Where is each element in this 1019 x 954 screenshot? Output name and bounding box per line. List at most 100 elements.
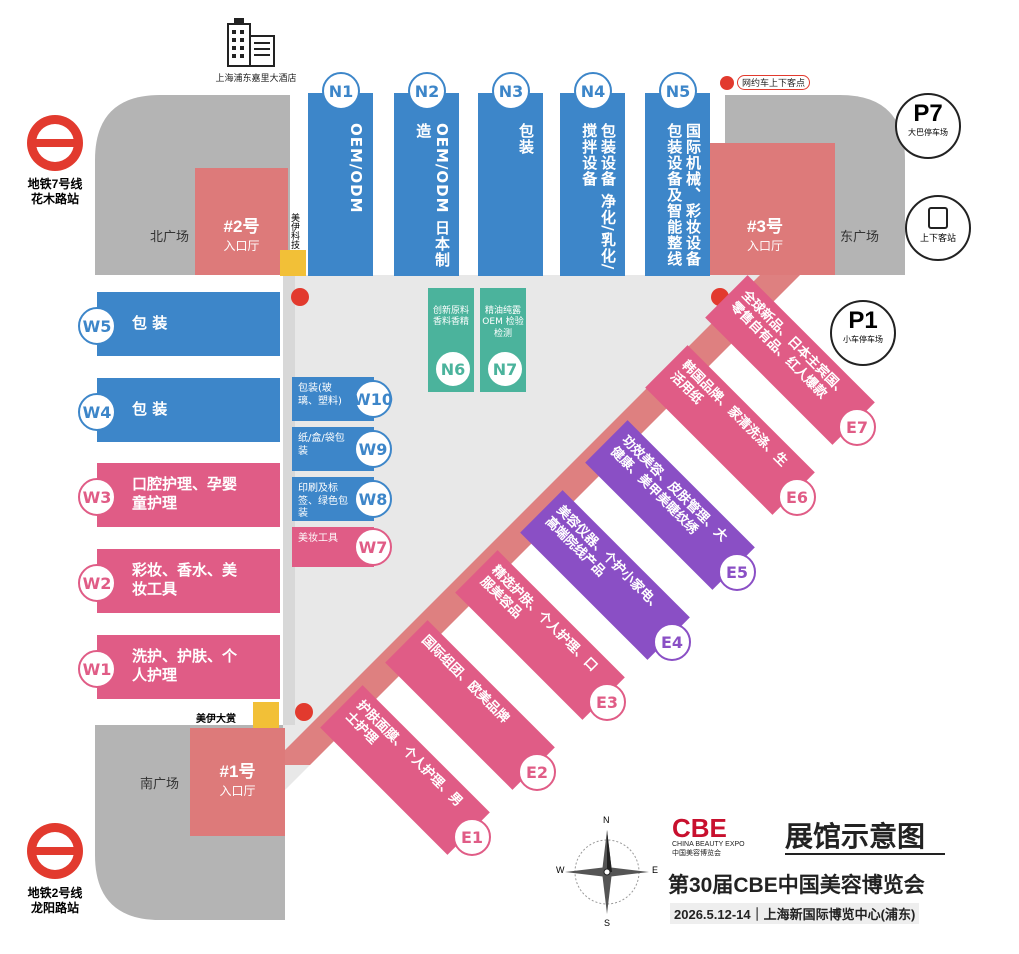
entrance-3-label: #3号 入口厅 [735, 212, 795, 254]
hall-n1[interactable]: OEM/ODM [308, 93, 373, 276]
hall-badge-n1[interactable]: N1 [322, 72, 360, 110]
map-title: 展馆示意图 [785, 821, 926, 852]
event-info: 2026.5.12-14｜上海新国际博览中心(浦东) [670, 903, 920, 924]
hall-w7-label: 美妆工具 [298, 533, 338, 544]
entrance-3-title: #3号 [747, 217, 783, 236]
metro2-icon [27, 823, 83, 879]
hall-badge-e3[interactable]: E3 [588, 683, 626, 721]
hall-n1-label: OEM/ODM [347, 123, 365, 214]
metro7-icon [27, 115, 83, 171]
cbe-logo-cn: 中国美容博览会 [672, 850, 721, 857]
hall-w1-label: 洗护、护肤、个人护理 [132, 647, 238, 684]
hall-badge-w4[interactable]: W4 [78, 393, 116, 431]
hall-badge-w10[interactable]: W10 [353, 380, 393, 418]
cbe-logo: CBE CHINA BEAUTY EXPO 中国美容博览会 [672, 815, 745, 858]
hall-n2-label: OEM/ODM 日本制造 [414, 123, 451, 268]
entrance-1-label: #1号 入口厅 [190, 757, 285, 799]
hall-n4[interactable]: 包装设备 净化/乳化/搅拌设备 [560, 93, 625, 276]
bus-icon [295, 703, 313, 721]
taxi-point: 网约车上下客点 [720, 75, 811, 90]
hall-w3-label: 口腔护理、孕婴童护理 [132, 475, 238, 512]
hall-n6-label: 创新原料 香料香精 [432, 306, 469, 328]
p1-label: P1 [848, 307, 878, 334]
taxi-icon [720, 75, 734, 90]
entrance-3-sub: 入口厅 [746, 239, 783, 253]
metro2-station: 龙阳路站 [30, 901, 79, 915]
p7-sub: 大巴停车场 [908, 128, 948, 137]
hall-n5[interactable]: 国际机械、彩妆设备 包装设备及智能整线 [645, 93, 710, 276]
bus-station-icon [928, 207, 948, 229]
p1-sub: 小车停车场 [843, 335, 883, 344]
hall-badge-e7[interactable]: E7 [838, 408, 876, 446]
hall-badge-w5[interactable]: W5 [78, 307, 116, 345]
hall-badge-e1[interactable]: E1 [453, 818, 491, 856]
north-plaza-label: 北广场 [150, 229, 190, 244]
hall-badge-w2[interactable]: W2 [78, 564, 116, 602]
hall-n5-label: 国际机械、彩妆设备 包装设备及智能整线 [665, 123, 702, 267]
event-title: 第30届CBE中国美容博览会 [668, 874, 925, 897]
bus-station-label: 上下客站 [919, 233, 956, 243]
hall-w1[interactable]: 洗护、护肤、个人护理 [97, 635, 280, 699]
hall-w2[interactable]: 彩妆、香水、美妆工具 [97, 549, 280, 613]
hall-n3-label: 包装 [517, 123, 535, 155]
p1-parking[interactable]: P1 小车停车场 [830, 300, 896, 366]
south-plaza-label: 南广场 [140, 776, 180, 791]
metro2-line: 地铁2号线 [27, 886, 83, 900]
entrance-2-label: #2号 入口厅 [195, 212, 288, 254]
hall-w4-label: 包 装 [132, 400, 168, 418]
hotel-icon [226, 18, 278, 73]
meiyi-tech-label: 美伊科技 [290, 213, 300, 249]
hall-w2-label: 彩妆、香水、美妆工具 [132, 561, 238, 598]
hall-badge-e4[interactable]: E4 [653, 623, 691, 661]
hall-badge-w1[interactable]: W1 [78, 650, 116, 688]
hall-w4[interactable]: 包 装 [97, 378, 280, 442]
bus-station[interactable]: 上下客站 [905, 195, 971, 261]
compass-w: W [556, 865, 565, 875]
taxi-label: 网约车上下客点 [737, 75, 811, 90]
hall-badge-n2[interactable]: N2 [408, 72, 446, 110]
hall-w5[interactable]: 包 装 [97, 292, 280, 356]
p7-parking[interactable]: P7 大巴停车场 [895, 93, 961, 159]
hall-badge-e6[interactable]: E6 [778, 478, 816, 516]
entrance-1-sub: 入口厅 [219, 784, 256, 798]
metro7-line: 地铁7号线 [27, 177, 83, 191]
hall-badge-e2[interactable]: E2 [518, 753, 556, 791]
hall-n3[interactable]: 包装 [478, 93, 543, 276]
hall-w9-label: 纸/盒/袋包装 [298, 433, 345, 457]
compass-s: S [604, 918, 611, 928]
entrance-3 [708, 143, 835, 275]
hall-badge-n3[interactable]: N3 [492, 72, 530, 110]
hall-w3[interactable]: 口腔护理、孕婴童护理 [97, 463, 280, 527]
east-plaza-label: 东广场 [840, 229, 880, 244]
entrance-2 [195, 168, 288, 275]
metro7-label: 地铁7号线 花木路站 [18, 177, 92, 207]
metro2-label: 地铁2号线 龙阳路站 [18, 886, 92, 916]
cbe-logo-en: CHINA BEAUTY EXPO [672, 841, 745, 848]
compass-e: E [652, 865, 659, 875]
hall-badge-n5[interactable]: N5 [659, 72, 697, 110]
hall-badge-n7[interactable]: N7 [486, 350, 524, 388]
meiyi-award-icon [253, 702, 279, 728]
hall-badge-w7[interactable]: W7 [354, 528, 392, 566]
metro7-station: 花木路站 [30, 192, 79, 206]
hall-n4-label: 包装设备 净化/乳化/搅拌设备 [580, 123, 617, 271]
hall-badge-w9[interactable]: W9 [354, 430, 392, 468]
meiyi-tech-icon [280, 250, 306, 276]
hall-badge-w3[interactable]: W3 [78, 478, 116, 516]
hall-badge-e5[interactable]: E5 [718, 553, 756, 591]
entrance-2-title: #2号 [223, 217, 260, 236]
meiyi-award-label: 美伊大赏 [196, 714, 236, 725]
p7-label: P7 [913, 100, 943, 127]
hall-badge-n6[interactable]: N6 [434, 350, 472, 388]
hotel-label: 上海浦东嘉里大酒店 [215, 73, 297, 83]
hall-n7-label: 精油纯露 OEM 检验检测 [482, 306, 524, 339]
hall-n2[interactable]: OEM/ODM 日本制造 [394, 93, 459, 276]
compass-n: N [603, 815, 610, 825]
hall-badge-n4[interactable]: N4 [574, 72, 612, 110]
entrance-2-sub: 入口厅 [223, 239, 260, 253]
hall-w5-label: 包 装 [132, 314, 168, 332]
hall-w8-label: 印刷及标签、绿色包装 [298, 483, 348, 519]
hall-badge-w8[interactable]: W8 [354, 480, 392, 518]
compass: N S W E [556, 815, 659, 930]
hall-w10-label: 包装(玻璃、塑料) [298, 383, 342, 407]
